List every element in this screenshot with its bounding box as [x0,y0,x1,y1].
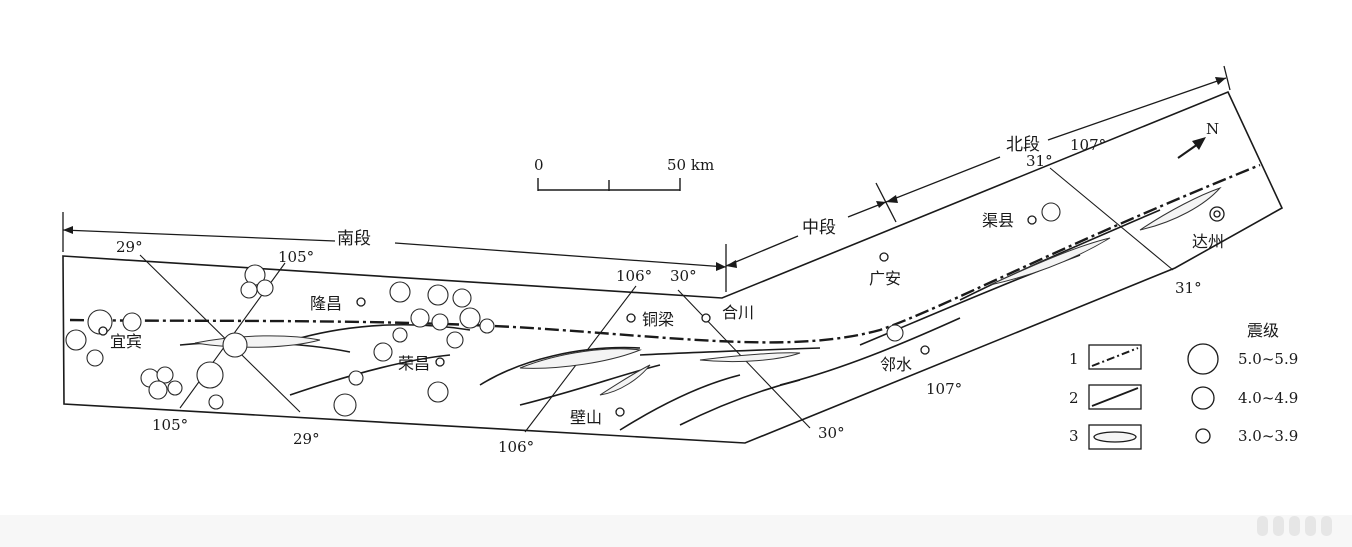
lon-105-top: 105° [278,248,314,266]
city-yibin: 宜宾 [110,332,142,351]
lat-30-top: 30° [670,267,697,285]
segment-middle-label: 中段 [802,218,836,238]
lat-31-top: 31° [1026,152,1053,170]
lon-106-top: 106° [616,267,652,285]
city-rongchang: 荣昌 [398,354,430,373]
legend-range-2: 4.0~4.9 [1238,389,1298,407]
legend-title: 震级 [1247,321,1279,340]
scale-end-label: 50 km [667,156,714,174]
lat-29-bottom: 29° [293,430,320,448]
earthquake-epicentres [65,202,1061,417]
thrust-lines [179,209,1161,431]
lat-31-bottom: 31° [1175,279,1202,297]
lon-106-bottom: 106° [498,438,534,456]
city-linshui: 邻水 [880,355,912,374]
north-label: N [1206,120,1219,138]
section-extents [62,65,1231,292]
lon-107-bottom: 107° [926,380,962,398]
scale-bar [537,178,681,191]
lat-30-bottom: 30° [818,424,845,442]
legend-quake-large [1187,343,1219,375]
scale-zero-label: 0 [534,156,544,174]
city-quxian: 渠县 [982,211,1014,230]
city-bishan: 壁山 [570,408,602,427]
city-tongliang: 铜梁 [642,310,674,329]
lon-107-top: 107° [1070,136,1106,154]
legend-quake-medium [1191,386,1215,410]
city-longchang: 隆昌 [310,294,342,313]
legend-fault-swatch [1088,344,1142,370]
legend-quake-small [1195,428,1211,444]
legend-item-3-number: 3 [1069,427,1079,445]
legend: 震级 1 2 3 5.0~5.9 4.0~4.9 3.0~3.9 [1069,321,1298,450]
legend-item-2-number: 2 [1069,389,1079,407]
city-dazhou: 达州 [1192,232,1224,251]
lon-105-bottom: 105° [152,416,188,434]
study-area-outline [62,90,1284,444]
city-guangan: 广安 [869,269,901,288]
legend-range-1: 5.0~5.9 [1238,350,1298,368]
fault-lines [69,163,1261,344]
image-dots [1257,516,1332,536]
lat-29-top: 29° [116,238,143,256]
north-arrow-icon [1177,137,1206,159]
segment-north-label: 北段 [1006,135,1040,155]
graticule [139,167,1174,433]
segment-south-label: 南段 [337,229,371,249]
city-hechuan: 合川 [722,303,754,322]
anticline-outlines [194,186,1222,396]
city-markers [98,206,1225,417]
legend-item-1-number: 1 [1069,350,1079,368]
legend-range-3: 3.0~3.9 [1238,427,1298,445]
